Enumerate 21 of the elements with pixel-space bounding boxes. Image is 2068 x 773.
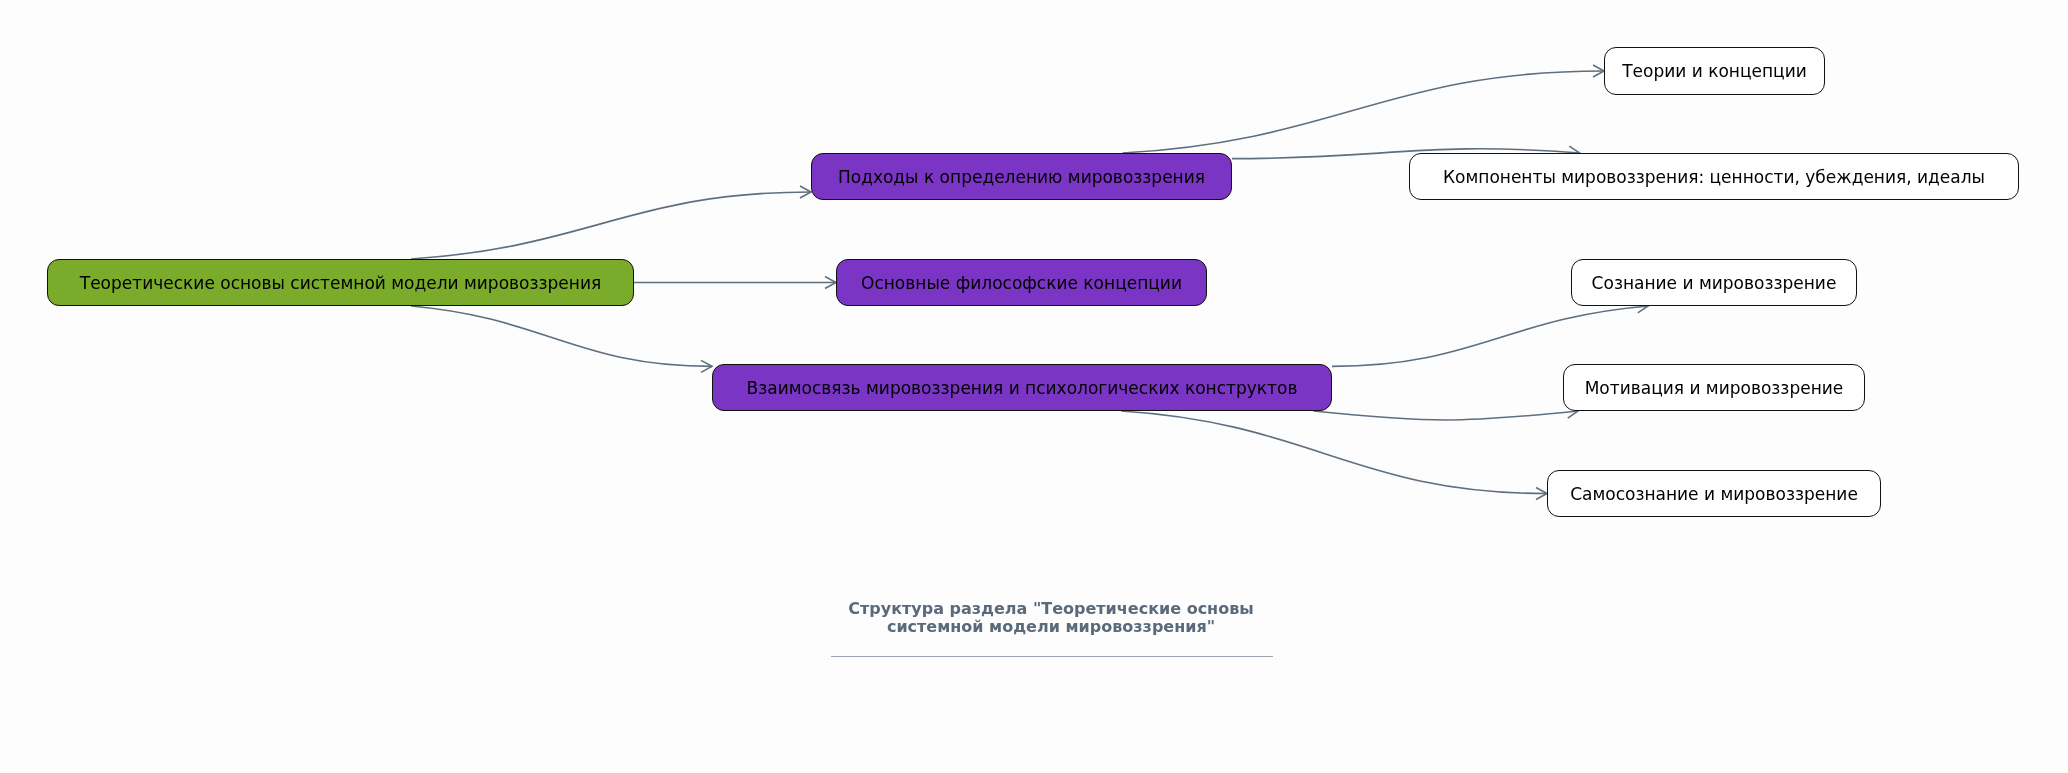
- topic-box: [811, 153, 1232, 200]
- arrow: [1231, 145, 1581, 160]
- topic-box: [836, 259, 1207, 306]
- topic-label: Взаимосвязь мировоззрения и психологических конструктов: [746, 377, 1298, 398]
- topic-label: Теории и концепции: [1622, 61, 1807, 81]
- topic-label: Компоненты мировоззрения: ценности, убеждения, идеалы: [1443, 166, 1985, 187]
- topic-box: [47, 259, 634, 306]
- arrow: [633, 275, 837, 290]
- topic-label: Теоретические основы системной модели мировоззрения: [79, 272, 602, 293]
- topic-box: [1547, 470, 1881, 517]
- topic-box: [1409, 153, 2019, 200]
- topic-box: [1563, 364, 1865, 411]
- caption: Структура раздела "Теоретические основы системной модели мировоззрения": [847, 600, 1255, 637]
- topic-label: Сознание и мировоззрение: [1591, 272, 1837, 293]
- topic-label: Подходы к определению мировоззрения: [837, 166, 1205, 187]
- topic-label: Самосознание и мировоззрение: [1570, 483, 1858, 504]
- topic-box: [1604, 47, 1825, 95]
- topic-box: [1571, 259, 1857, 306]
- topic-box: [712, 364, 1332, 411]
- topic-label: Мотивация и мировоззрение: [1584, 377, 1844, 398]
- topic-label: Основные философские концепции: [861, 272, 1182, 293]
